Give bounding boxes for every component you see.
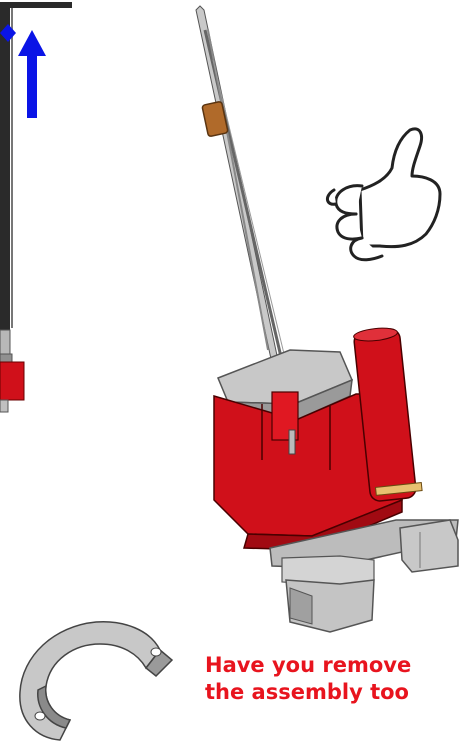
question-caption: Have you remove the assembly too: [205, 652, 468, 706]
caption-line-1: Have you remove: [205, 652, 468, 679]
caption-line-2: the assembly too: [205, 679, 468, 706]
